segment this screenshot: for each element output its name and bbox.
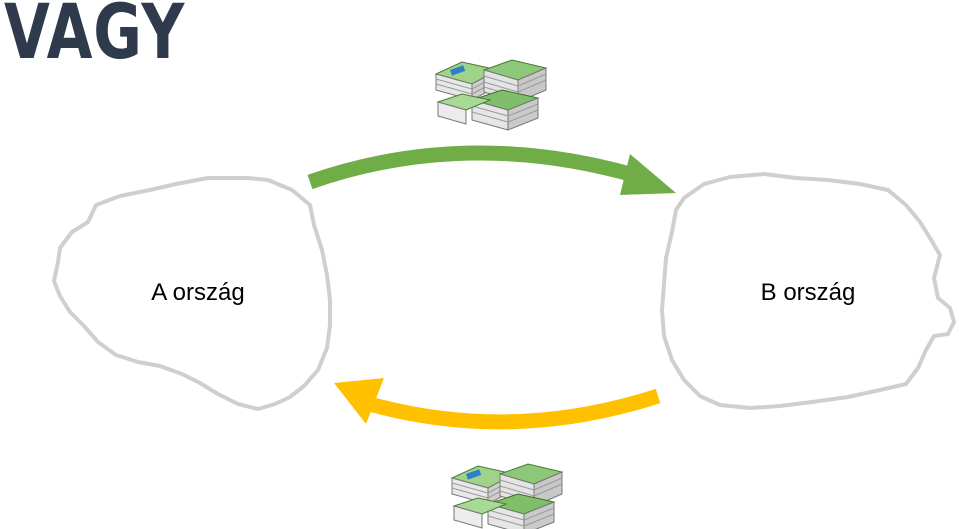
yellow-flow-arrow xyxy=(363,388,661,430)
page-title: VAGY xyxy=(4,0,186,76)
money-stack-icon xyxy=(435,59,547,131)
yellow-arrow-head xyxy=(334,378,384,424)
green-flow-arrow xyxy=(307,145,647,190)
country-a-label: A ország xyxy=(151,279,244,306)
country-b-label: B ország xyxy=(761,279,856,306)
country-b-shape xyxy=(660,172,956,410)
country-a-shape xyxy=(52,176,332,411)
green-arrow-head xyxy=(620,154,676,195)
money-stack-icon xyxy=(451,463,563,529)
